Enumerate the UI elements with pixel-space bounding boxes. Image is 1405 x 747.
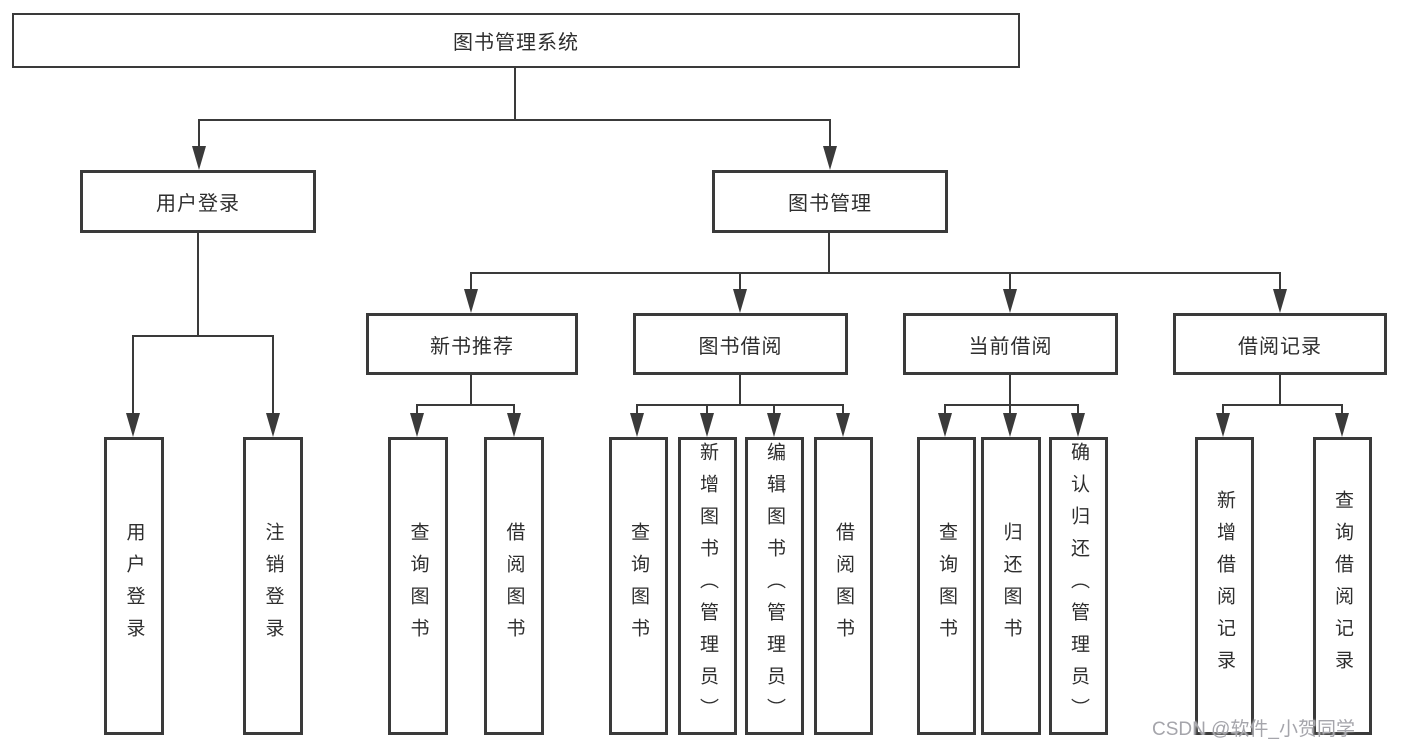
arrow-login-child1-icon	[126, 413, 140, 437]
leaf-add-book-admin: 新增图书（管理员）	[678, 437, 737, 735]
edge-g4-stem	[1279, 375, 1281, 406]
edge-g2-branch	[636, 404, 844, 406]
node-current-borrow-label: 当前借阅	[968, 335, 1053, 358]
edge-group1-stem	[470, 272, 472, 294]
edge-group3-stem	[1009, 272, 1011, 294]
edge-root-stem	[514, 68, 516, 120]
arrow-g1-c1-icon	[410, 413, 424, 437]
leaf-user-login: 用户登录	[104, 437, 164, 735]
leaf-return-book-label: 归还图书	[1000, 522, 1022, 650]
leaf-confirm-return-admin-label: 确认归还（管理员）	[1068, 442, 1089, 730]
leaf-query-books-current: 查询图书	[917, 437, 976, 735]
node-root-label: 图书管理系统	[453, 32, 579, 54]
leaf-query-books-borrow-label: 查询图书	[628, 522, 649, 650]
edge-login-child1-stem	[132, 335, 134, 417]
node-new-book-recommend-label: 新书推荐	[430, 335, 514, 358]
edge-g4-branch	[1222, 404, 1343, 406]
edge-mgmt-stem	[828, 233, 830, 274]
arrow-g2-c2-icon	[700, 413, 714, 437]
leaf-add-borrow-record: 新增借阅记录	[1195, 437, 1254, 735]
leaf-user-login-label: 用户登录	[123, 522, 145, 650]
leaf-borrow-books-recommend-label: 借阅图书	[503, 522, 525, 650]
arrow-g3-c3-icon	[1071, 413, 1085, 437]
arrow-g2-c3-icon	[767, 413, 781, 437]
edge-g3-stem	[1009, 375, 1011, 406]
arrow-g3-c2-icon	[1003, 413, 1017, 437]
arrow-group1-icon	[464, 289, 478, 313]
arrow-g3-c1-icon	[938, 413, 952, 437]
node-book-management: 图书管理	[712, 170, 948, 233]
leaf-borrow-books: 借阅图书	[814, 437, 873, 735]
leaf-return-book: 归还图书	[981, 437, 1041, 735]
edge-g4-c2-stem	[1341, 404, 1343, 418]
node-user-login-label: 用户登录	[156, 193, 240, 215]
edge-g1-c2-stem	[513, 404, 515, 418]
edge-g3-branch	[944, 404, 1079, 406]
arrow-to-mgmt-icon	[823, 146, 837, 170]
edge-to-mgmt-stem	[829, 119, 831, 151]
arrow-g2-c4-icon	[836, 413, 850, 437]
edge-g2-stem	[739, 375, 741, 406]
leaf-borrow-books-recommend: 借阅图书	[484, 437, 544, 735]
leaf-confirm-return-admin: 确认归还（管理员）	[1049, 437, 1108, 735]
watermark: CSDN @软件_小贺同学	[1152, 719, 1355, 740]
node-book-borrow: 图书借阅	[633, 313, 848, 375]
arrow-g1-c2-icon	[507, 413, 521, 437]
leaf-logout-label: 注销登录	[262, 522, 284, 650]
leaf-borrow-books-label: 借阅图书	[833, 522, 854, 650]
arrow-group4-icon	[1273, 289, 1287, 313]
arrow-g2-c1-icon	[630, 413, 644, 437]
arrow-login-child2-icon	[266, 413, 280, 437]
edge-g1-stem	[470, 375, 472, 406]
node-borrow-records-label: 借阅记录	[1238, 335, 1322, 358]
edge-g4-c1-stem	[1222, 404, 1224, 418]
arrow-g4-c1-icon	[1216, 413, 1230, 437]
leaf-query-borrow-record-label: 查询借阅记录	[1332, 490, 1353, 682]
arrow-g4-c2-icon	[1335, 413, 1349, 437]
node-borrow-records: 借阅记录	[1173, 313, 1387, 375]
edge-mgmt-branch	[470, 272, 1281, 274]
node-user-login: 用户登录	[80, 170, 316, 233]
node-book-borrow-label: 图书借阅	[698, 335, 783, 358]
edge-g2-c4-stem	[842, 404, 844, 418]
leaf-query-books-borrow: 查询图书	[609, 437, 668, 735]
edge-g3-c2-stem	[1009, 404, 1011, 418]
edge-login-branch	[132, 335, 274, 337]
edge-login-child2-stem	[272, 335, 274, 417]
edge-g2-c1-stem	[636, 404, 638, 418]
arrow-to-login-icon	[192, 146, 206, 170]
arrow-group3-icon	[1003, 289, 1017, 313]
edge-group2-stem	[739, 272, 741, 294]
leaf-add-borrow-record-label: 新增借阅记录	[1214, 490, 1235, 682]
node-book-management-label: 图书管理	[788, 193, 872, 215]
edge-login-stem	[197, 233, 199, 337]
leaf-logout: 注销登录	[243, 437, 303, 735]
edge-g3-c3-stem	[1077, 404, 1079, 418]
node-new-book-recommend: 新书推荐	[366, 313, 578, 375]
leaf-query-books-recommend: 查询图书	[388, 437, 448, 735]
edge-g2-c2-stem	[706, 404, 708, 418]
leaf-query-books-recommend-label: 查询图书	[407, 522, 429, 650]
leaf-query-borrow-record: 查询借阅记录	[1313, 437, 1372, 735]
edge-group4-stem	[1279, 272, 1281, 294]
edge-g3-c1-stem	[944, 404, 946, 418]
edge-g2-c3-stem	[773, 404, 775, 418]
leaf-edit-book-admin-label: 编辑图书（管理员）	[764, 442, 785, 730]
leaf-add-book-admin-label: 新增图书（管理员）	[697, 442, 718, 730]
node-current-borrow: 当前借阅	[903, 313, 1118, 375]
node-root: 图书管理系统	[12, 13, 1020, 68]
edge-g1-branch	[416, 404, 515, 406]
leaf-edit-book-admin: 编辑图书（管理员）	[745, 437, 804, 735]
leaf-query-books-current-label: 查询图书	[936, 522, 957, 650]
edge-g1-c1-stem	[416, 404, 418, 418]
edge-root-branch	[198, 119, 831, 121]
arrow-group2-icon	[733, 289, 747, 313]
edge-to-login-stem	[198, 119, 200, 151]
